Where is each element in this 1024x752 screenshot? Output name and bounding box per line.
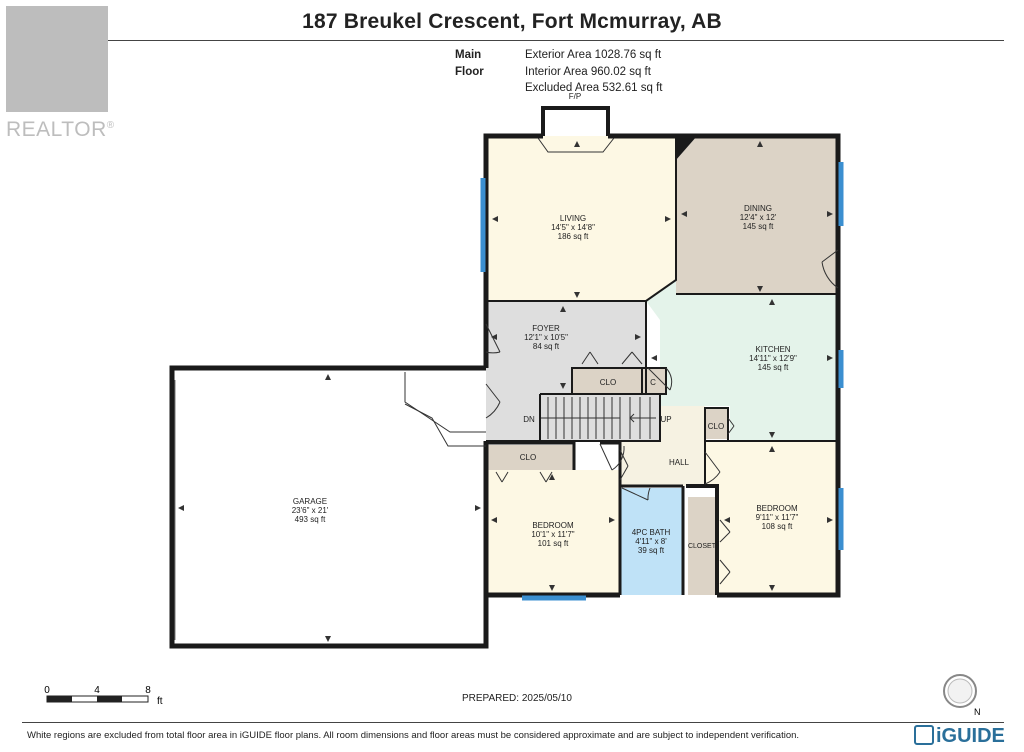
dining-name: DINING: [744, 204, 772, 213]
bedroom2-area: 108 sq ft: [762, 522, 793, 531]
bath-fill: [620, 488, 683, 595]
clo-c-fill: [705, 409, 727, 439]
foyer-name: FOYER: [532, 324, 560, 333]
living-name: LIVING: [560, 214, 586, 223]
top-divider: [22, 40, 1004, 41]
iguide-logo-icon: [914, 725, 934, 745]
dimension-markers: [178, 141, 833, 642]
c-label: C: [650, 378, 656, 387]
fp-label: F/P: [569, 92, 581, 101]
garage-name: GARAGE: [293, 497, 327, 506]
bedroom1-name: BEDROOM: [532, 521, 574, 530]
living-dims: 14'5" x 14'8": [551, 223, 595, 232]
dining-fill: [676, 136, 838, 294]
dining-dims: 12'4" x 12': [740, 213, 777, 222]
bath-dims: 4'11" x 8': [635, 537, 667, 546]
realtor-logo: REALTOR®: [6, 6, 118, 141]
realtor-logo-mark: [6, 6, 108, 112]
walls: [169, 106, 841, 649]
garage-dims: 23'6" x 21': [292, 506, 329, 515]
hall-closet-fill: [688, 497, 717, 595]
page-title: 187 Breukel Crescent, Fort Mcmurray, AB: [302, 10, 722, 33]
door-swings: [485, 249, 839, 585]
windows: [480, 162, 844, 601]
foyer-area: 84 sq ft: [533, 342, 560, 351]
bedroom1-fill: [486, 470, 620, 595]
excluded-area: Excluded Area 532.61 sq ft: [525, 82, 663, 94]
clo-label-b: CLO: [520, 453, 536, 462]
bath-area: 39 sq ft: [638, 546, 665, 555]
kitchen-fill: [646, 280, 838, 441]
exterior-area: Exterior Area 1028.76 sq ft: [525, 49, 662, 61]
foyer-dims: 12'1" x 10'5": [524, 333, 568, 342]
dn-label: DN: [523, 415, 535, 424]
fireplace-hearth: [537, 137, 615, 153]
scale-tick-4: 4: [94, 685, 100, 696]
dining-area: 145 sq ft: [743, 222, 774, 231]
closet-label: CLOSET: [688, 543, 717, 550]
scale-tick-0: 0: [44, 685, 50, 696]
room-fills: [486, 136, 838, 595]
interior-area: Interior Area 960.02 sq ft: [525, 65, 651, 78]
up-label: UP: [660, 415, 671, 424]
bedroom1-area: 101 sq ft: [538, 539, 569, 548]
clo-a-fill: [572, 369, 642, 394]
room-labels: F/P LIVING 14'5" x 14'8" 186 sq ft DININ…: [292, 92, 799, 555]
prepared-date: PREPARED: 2025/05/10: [462, 693, 572, 704]
hall-fill: [620, 406, 705, 486]
realtor-logo-text: REALTOR®: [6, 118, 115, 141]
compass-icon: N: [943, 674, 980, 717]
bedroom2-fill: [705, 441, 838, 595]
iguide-brand-text: iGUIDE: [936, 725, 1005, 747]
bedroom2-name: BEDROOM: [756, 504, 798, 513]
footer-disclaimer: White regions are excluded from total fl…: [27, 730, 800, 741]
bedroom2-dims: 9'11" x 11'7": [756, 513, 799, 522]
floor-label: Main Floor: [455, 49, 484, 78]
garage-area: 493 sq ft: [295, 515, 326, 524]
stairs: [540, 397, 656, 439]
foyer-fill: [486, 301, 646, 441]
bedroom1-dims: 10'1" x 11'7": [531, 530, 574, 539]
scale-tick-8: 8: [145, 685, 151, 696]
bottom-divider: [22, 722, 1004, 723]
living-fill: [486, 136, 676, 301]
iguide-brand: iGUIDE: [914, 725, 1005, 748]
living-area: 186 sq ft: [558, 232, 589, 241]
bath-name: 4PC BATH: [632, 528, 671, 537]
hall-label: HALL: [669, 458, 690, 467]
kitchen-dims: 14'11" x 12'9": [749, 354, 797, 363]
garage-step: [404, 372, 486, 433]
compass-north-label: N: [974, 707, 980, 717]
bedroom1-closet-fill: [486, 445, 574, 470]
kitchen-area: 145 sq ft: [758, 363, 789, 372]
clo-label-c: CLO: [708, 422, 724, 431]
kitchen-name: KITCHEN: [755, 345, 790, 354]
clo-label-a: CLO: [600, 378, 616, 387]
scale-unit: ft: [157, 696, 163, 707]
scale-bar: 0 4 8 ft: [44, 685, 163, 707]
